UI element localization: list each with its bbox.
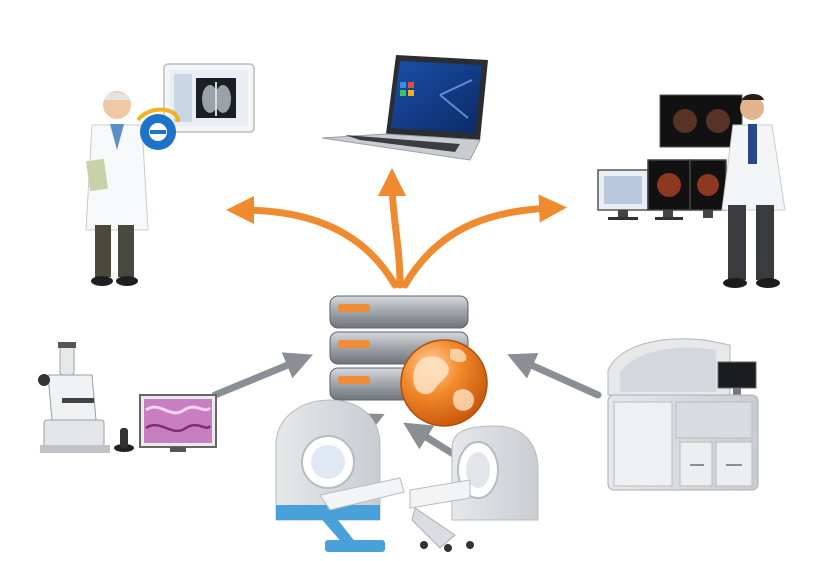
mri-scanner-icon xyxy=(409,425,539,552)
doctor-figure xyxy=(85,91,149,286)
digital-microscope-icon xyxy=(38,342,217,453)
microscope xyxy=(38,342,110,453)
tablet-xray-icon xyxy=(163,63,255,133)
arrow-to-doctor xyxy=(226,196,399,289)
radiologist-figure xyxy=(721,94,786,288)
output-arrows xyxy=(226,168,567,289)
globe-icon xyxy=(400,339,488,427)
start-tiles xyxy=(400,82,414,96)
laptop-windows-icon xyxy=(321,55,488,161)
server-stack-globe-icon xyxy=(329,295,488,427)
arrow-from-microscope xyxy=(211,352,313,399)
monitor-right xyxy=(689,159,727,218)
monitor-middle xyxy=(647,159,691,220)
arrow-to-radiologist xyxy=(401,194,567,289)
monitor-histology xyxy=(139,394,217,452)
browser-logo-icon xyxy=(136,107,180,150)
arrow-from-mri xyxy=(403,422,459,459)
radiologist-with-monitors-icon xyxy=(597,94,786,288)
arrow-to-laptop xyxy=(378,168,407,289)
monitor-left xyxy=(597,169,649,220)
doctor-with-tablet-browser-icon xyxy=(85,63,255,286)
arrow-from-analyzer xyxy=(507,352,602,399)
server-unit-1 xyxy=(329,295,469,329)
joystick-icon xyxy=(114,428,134,452)
ct-scanner-icon xyxy=(275,399,405,552)
lab-analyzer-icon xyxy=(607,338,759,491)
monitor-top xyxy=(659,94,743,148)
